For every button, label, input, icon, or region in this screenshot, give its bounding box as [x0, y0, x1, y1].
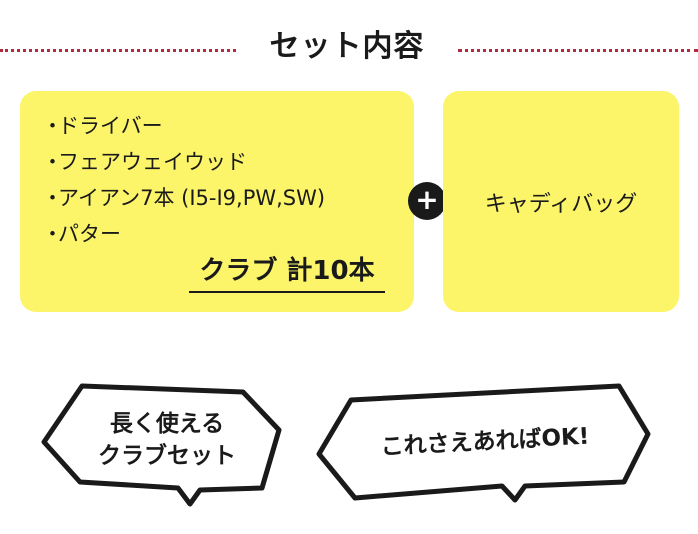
list-item: ・ドライバー	[42, 108, 325, 144]
bullet: ・	[42, 186, 63, 210]
bullet: ・	[42, 150, 63, 174]
speech-bubble-left-line: クラブセット	[98, 443, 236, 469]
list-item-label: アイアン7本 (I5-I9,PW,SW)	[58, 186, 326, 210]
list-item-label: フェアウェイウッド	[58, 150, 247, 174]
bag-label: キャディバッグ	[484, 191, 638, 217]
section-title: セット内容	[269, 29, 425, 64]
club-list: ・ドライバー ・フェアウェイウッド ・アイアン7本 (I5-I9,PW,SW) …	[42, 108, 325, 252]
dotted-rule-right	[458, 49, 698, 52]
list-item: ・パター	[42, 216, 325, 252]
list-item: ・アイアン7本 (I5-I9,PW,SW)	[42, 180, 325, 216]
bullet: ・	[42, 222, 63, 246]
list-item: ・フェアウェイウッド	[42, 144, 325, 180]
speech-bubble-left-text: 長く使える クラブセット	[72, 408, 262, 472]
speech-bubble-shapes	[41, 383, 651, 507]
speech-bubble-left	[41, 383, 282, 507]
bullet: ・	[42, 114, 63, 138]
list-item-label: パター	[58, 222, 121, 246]
clubs-panel: ・ドライバー ・フェアウェイウッド ・アイアン7本 (I5-I9,PW,SW) …	[20, 91, 414, 312]
club-total: クラブ 計10本	[189, 251, 385, 293]
section-header: セット内容	[0, 22, 698, 72]
speech-bubble-right	[316, 383, 651, 503]
list-item-label: ドライバー	[58, 114, 163, 138]
bag-panel: キャディバッグ	[443, 91, 679, 312]
dotted-rule-left	[0, 49, 236, 52]
speech-bubble-left-line: 長く使える	[109, 411, 225, 437]
plus-icon: +	[408, 182, 446, 220]
speech-bubbles: 長く使える クラブセット これさえあればOK!	[0, 370, 698, 520]
